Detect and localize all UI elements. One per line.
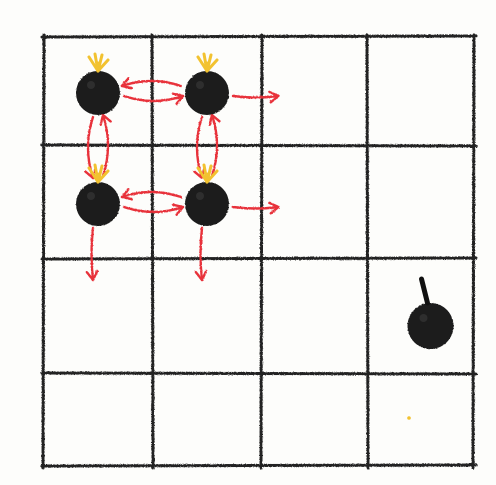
- board-cell-r1-c0[interactable]: [47, 148, 149, 256]
- board-cell-r3-c3[interactable]: [370, 376, 471, 463]
- board-cell-r1-c3[interactable]: [370, 148, 471, 256]
- board-cell-r2-c2[interactable]: [265, 262, 364, 370]
- board-cell-r3-c1[interactable]: [155, 376, 259, 463]
- board-cell-r0-c3[interactable]: [370, 40, 471, 142]
- board-cell-r2-c0[interactable]: [47, 262, 149, 370]
- board-cell-r3-c2[interactable]: [265, 376, 364, 463]
- board-cell-r0-c0[interactable]: [47, 40, 149, 142]
- grid-line-horizontal: [42, 465, 476, 466]
- board-cell-r2-c3[interactable]: [370, 262, 471, 370]
- board-cell-r2-c1[interactable]: [155, 262, 259, 370]
- board-cell-r0-c1[interactable]: [155, 40, 259, 142]
- board-cell-r1-c1[interactable]: [155, 148, 259, 256]
- grid-line-horizontal: [42, 373, 476, 374]
- grid-line-horizontal: [42, 36, 476, 37]
- board-cell-r0-c2[interactable]: [265, 40, 364, 142]
- grid-line-vertical: [367, 35, 368, 468]
- grid-line-horizontal: [42, 258, 476, 259]
- grid-line-vertical: [473, 35, 474, 468]
- board-cell-r3-c0[interactable]: [47, 376, 149, 463]
- board-cell-r1-c2[interactable]: [265, 148, 364, 256]
- grid-line-vertical: [43, 35, 44, 468]
- grid-line-vertical: [261, 35, 262, 468]
